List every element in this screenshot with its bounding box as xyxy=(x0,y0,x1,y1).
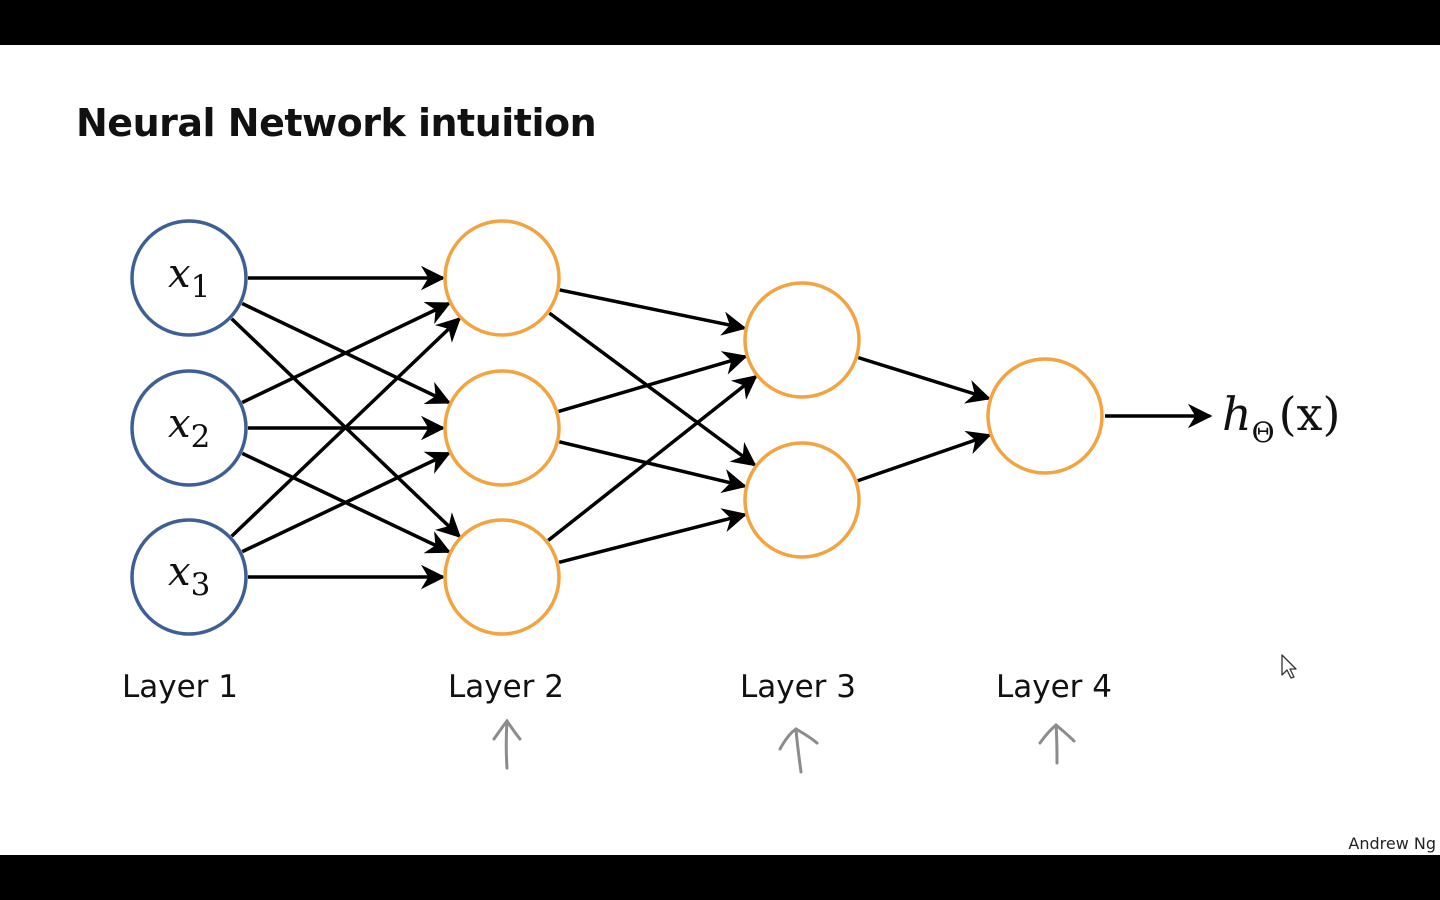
layer-label-3: Layer 3 xyxy=(740,669,856,705)
layer3-node-2 xyxy=(743,441,861,559)
input-node-2 xyxy=(130,369,248,487)
edge-l1-2-to-l2-1 xyxy=(241,301,452,405)
connection-edges xyxy=(230,265,992,590)
hand-drawn-arrow-up-icon xyxy=(778,727,819,774)
layer-label-2: Layer 2 xyxy=(448,669,564,705)
layer4-node-1 xyxy=(986,357,1104,475)
video-letterbox-bottom xyxy=(0,855,1440,900)
mouse-cursor-icon xyxy=(1281,654,1297,679)
input-node-1 xyxy=(130,219,248,337)
edge-l2-2-to-l3-2 xyxy=(558,440,748,493)
slide: Neural Network intuition x1 x2 x3 hΘ(x) … xyxy=(0,45,1440,855)
edge-l2-2-to-l3-1 xyxy=(558,351,748,414)
author-credit: Andrew Ng xyxy=(1348,834,1436,853)
video-letterbox-top xyxy=(0,0,1440,45)
layer2-node-1 xyxy=(443,219,561,337)
input-label-x1: x1 xyxy=(168,251,210,305)
neural-network-diagram: x1 x2 x3 hΘ(x) Layer 1 Layer 2 Layer 3 L… xyxy=(122,219,1340,774)
edge-l1-3-to-l2-2 xyxy=(241,451,451,554)
layer2-node-3 xyxy=(443,518,561,636)
hand-drawn-arrow-up-icon xyxy=(1038,723,1076,765)
edge-l3-1-to-l4-1 xyxy=(857,355,992,404)
layer-label-1: Layer 1 xyxy=(122,669,238,705)
layer3-node-1 xyxy=(743,281,861,399)
input-label-x2: x2 xyxy=(168,401,210,455)
output-label: hΘ(x) xyxy=(1222,387,1340,449)
edge-l2-3-to-l3-2 xyxy=(558,508,748,565)
input-label-x3: x3 xyxy=(168,549,210,603)
edge-l2-1-to-l3-1 xyxy=(559,288,747,336)
slide-title: Neural Network intuition xyxy=(76,101,597,145)
edge-l3-2-to-l4-1 xyxy=(857,430,992,483)
edge-l2-3-to-l3-1 xyxy=(547,375,758,542)
edge-l2-1-to-l3-2 xyxy=(548,311,757,467)
network-nodes xyxy=(130,219,1104,636)
edge-l1-3-to-l2-1 xyxy=(230,317,462,538)
hand-drawn-arrow-up-icon xyxy=(492,718,522,770)
layer-label-4: Layer 4 xyxy=(996,669,1112,705)
input-node-3 xyxy=(130,518,248,636)
layer2-node-2 xyxy=(443,369,561,487)
